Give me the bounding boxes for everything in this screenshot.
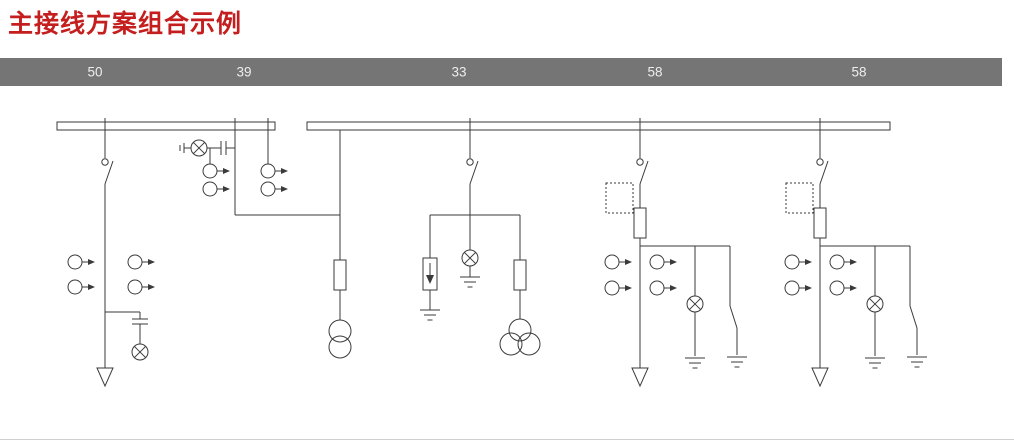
current-transformer-icon — [604, 254, 633, 270]
earthing-switch-icon — [909, 305, 918, 329]
feeder-50 — [67, 118, 156, 387]
disconnector-icon — [101, 158, 114, 185]
scheme-number: 33 — [451, 64, 467, 80]
fuse-icon — [813, 207, 827, 239]
fuse-icon — [333, 259, 347, 291]
earth-ground-icon — [906, 356, 928, 368]
scheme-number: 58 — [851, 64, 867, 80]
indicator-lamp-icon — [131, 343, 149, 361]
three-winding-transformer-icon — [499, 318, 541, 356]
earth-ground-icon — [726, 356, 748, 368]
cable-terminal-icon — [631, 367, 649, 387]
indicator-lamp-icon — [686, 295, 704, 313]
withdrawable-unit-icon — [785, 182, 814, 214]
cable-terminal-icon — [96, 367, 114, 387]
disconnector-icon — [466, 158, 479, 185]
feeder-58-b — [784, 118, 928, 387]
fuse-icon — [513, 259, 527, 291]
capacitor-icon — [131, 318, 149, 325]
surge-arrester-icon — [422, 257, 438, 291]
cable-terminal-icon — [811, 367, 829, 387]
scheme-number: 50 — [87, 64, 103, 80]
indicator-lamp-icon — [866, 295, 884, 313]
current-transformer-icon — [649, 254, 678, 270]
earthing-switch-icon — [729, 305, 738, 329]
scheme-number-bar: 50 39 33 58 58 — [0, 58, 1002, 86]
earth-ground-icon — [419, 309, 441, 321]
current-transformer-icon — [260, 181, 289, 197]
bottom-divider — [0, 439, 1014, 440]
feeder-33 — [419, 118, 541, 356]
scheme-number: 58 — [647, 64, 663, 80]
page-title: 主接线方案组合示例 — [8, 10, 243, 38]
current-transformer-icon — [127, 254, 156, 270]
feeder-39 — [179, 118, 340, 216]
indicator-lamp-icon — [190, 139, 208, 157]
withdrawable-unit-icon — [605, 182, 634, 214]
earth-ground-icon — [459, 276, 481, 288]
current-transformer-icon — [67, 254, 96, 270]
feeder-58-a — [604, 118, 748, 387]
current-transformer-icon — [649, 280, 678, 296]
fuse-icon — [633, 207, 647, 239]
current-transformer-icon — [127, 279, 156, 295]
current-transformer-icon — [784, 254, 813, 270]
disconnector-icon — [816, 158, 829, 185]
current-transformer-icon — [829, 280, 858, 296]
current-transformer-icon — [67, 279, 96, 295]
left-busbar — [56, 121, 276, 131]
current-transformer-icon — [260, 163, 289, 179]
disconnector-icon — [636, 158, 649, 185]
current-transformer-icon — [604, 280, 633, 296]
current-transformer-icon — [202, 181, 231, 197]
feeder-transformer — [328, 130, 352, 359]
earth-ground-icon — [684, 357, 706, 369]
current-transformer-icon — [202, 163, 231, 179]
two-winding-transformer-icon — [328, 319, 352, 359]
indicator-lamp-icon — [461, 249, 479, 267]
current-transformer-icon — [784, 280, 813, 296]
earth-ground-icon — [864, 357, 886, 369]
current-transformer-icon — [829, 254, 858, 270]
scheme-number: 39 — [236, 64, 252, 80]
main-busbar — [306, 121, 891, 131]
